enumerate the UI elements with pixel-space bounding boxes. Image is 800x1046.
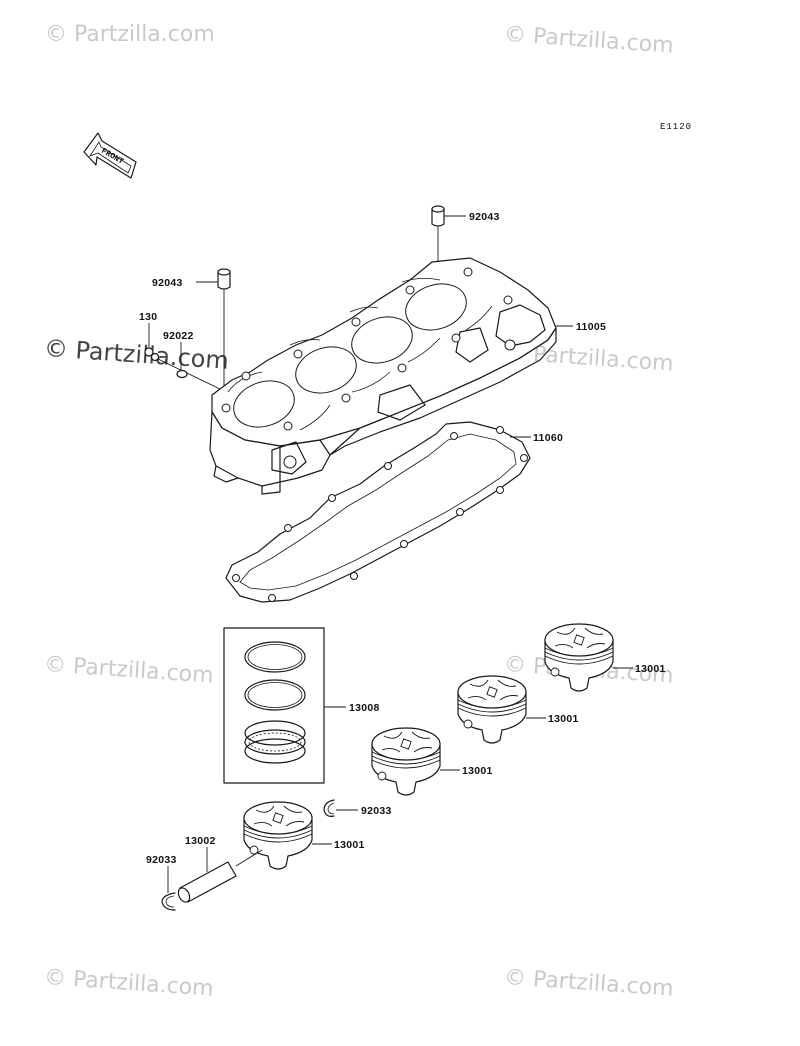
front-arrow-icon: FRONT — [83, 132, 137, 179]
cylinder-block-icon — [209, 257, 573, 495]
bolt-icon — [144, 323, 223, 391]
label-dowel-top: 92043 — [469, 211, 500, 223]
label-circlip-left: 92033 — [146, 854, 177, 866]
label-piston-pin: 13002 — [185, 835, 216, 847]
piston-3-icon — [457, 675, 546, 744]
watermark-top-left: © Partzilla.com — [45, 22, 215, 47]
label-piston-3: 13001 — [548, 713, 579, 725]
piston-2-icon — [371, 727, 460, 796]
piston-pin-icon — [177, 847, 263, 903]
label-piston-1: 13001 — [334, 839, 365, 851]
label-gasket: 11060 — [533, 432, 563, 444]
label-ring-set: 13008 — [349, 702, 380, 714]
washer-icon — [176, 342, 188, 379]
circlip-right-icon — [323, 799, 358, 817]
label-bolt: 130 — [139, 311, 157, 323]
label-washer: 92022 — [163, 330, 194, 342]
label-cylinder: 11005 — [576, 321, 606, 333]
piston-1-icon — [243, 801, 332, 870]
label-piston-2: 13001 — [462, 765, 493, 777]
label-piston-4: 13001 — [635, 663, 666, 675]
piston-ring-set-icon — [223, 627, 346, 784]
dowel-pin-left-icon — [196, 268, 231, 398]
diagram-code: E1120 — [660, 122, 692, 132]
dowel-pin-top-icon — [431, 205, 466, 262]
label-circlip-right: 92033 — [361, 805, 392, 817]
base-gasket-icon — [225, 421, 531, 603]
piston-4-icon — [544, 623, 633, 692]
front-label: FRONT — [100, 147, 125, 167]
circlip-left-icon — [161, 866, 176, 911]
label-dowel-left: 92043 — [152, 277, 183, 289]
